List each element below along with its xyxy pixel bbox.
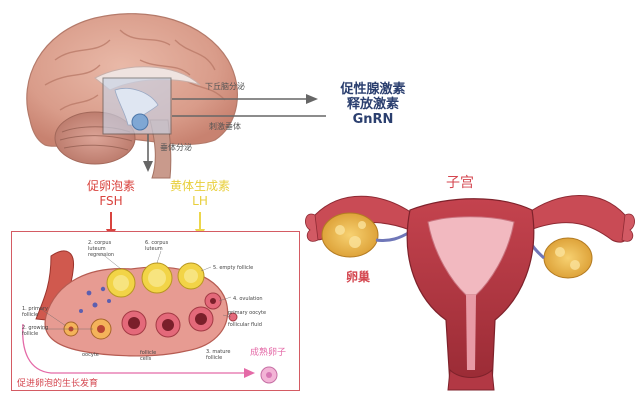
mature-egg-label: 成熟卵子 bbox=[250, 345, 286, 358]
oocyte-label: oocyte bbox=[82, 352, 99, 358]
empty-follicle-label: 5. empty follicle bbox=[213, 265, 253, 271]
ovulation-label: 4. ovulation bbox=[233, 296, 263, 302]
follicular-fluid-label: follicular fluid bbox=[228, 322, 262, 328]
growing-follicle-label: 2. growing follicle bbox=[22, 325, 48, 337]
primary-follicle-label: 1. primary follicle bbox=[22, 306, 48, 318]
uterus-label: 子宫 bbox=[446, 172, 474, 192]
primary-oocyte-label: primary oocyte bbox=[228, 310, 266, 316]
corpus-luteum-label: 6. corpus luteum bbox=[145, 240, 168, 252]
corpus-luteum-regression-label: 2. corpus luteum regression bbox=[88, 240, 114, 258]
ovary-label: 卵巢 bbox=[346, 268, 370, 285]
mature-follicle-label: 3. mature follicle bbox=[206, 349, 230, 361]
follicle-growth-label: 促进卵泡的生长发育 bbox=[17, 376, 98, 389]
follicle-cells-label: follicle cells bbox=[140, 350, 156, 362]
